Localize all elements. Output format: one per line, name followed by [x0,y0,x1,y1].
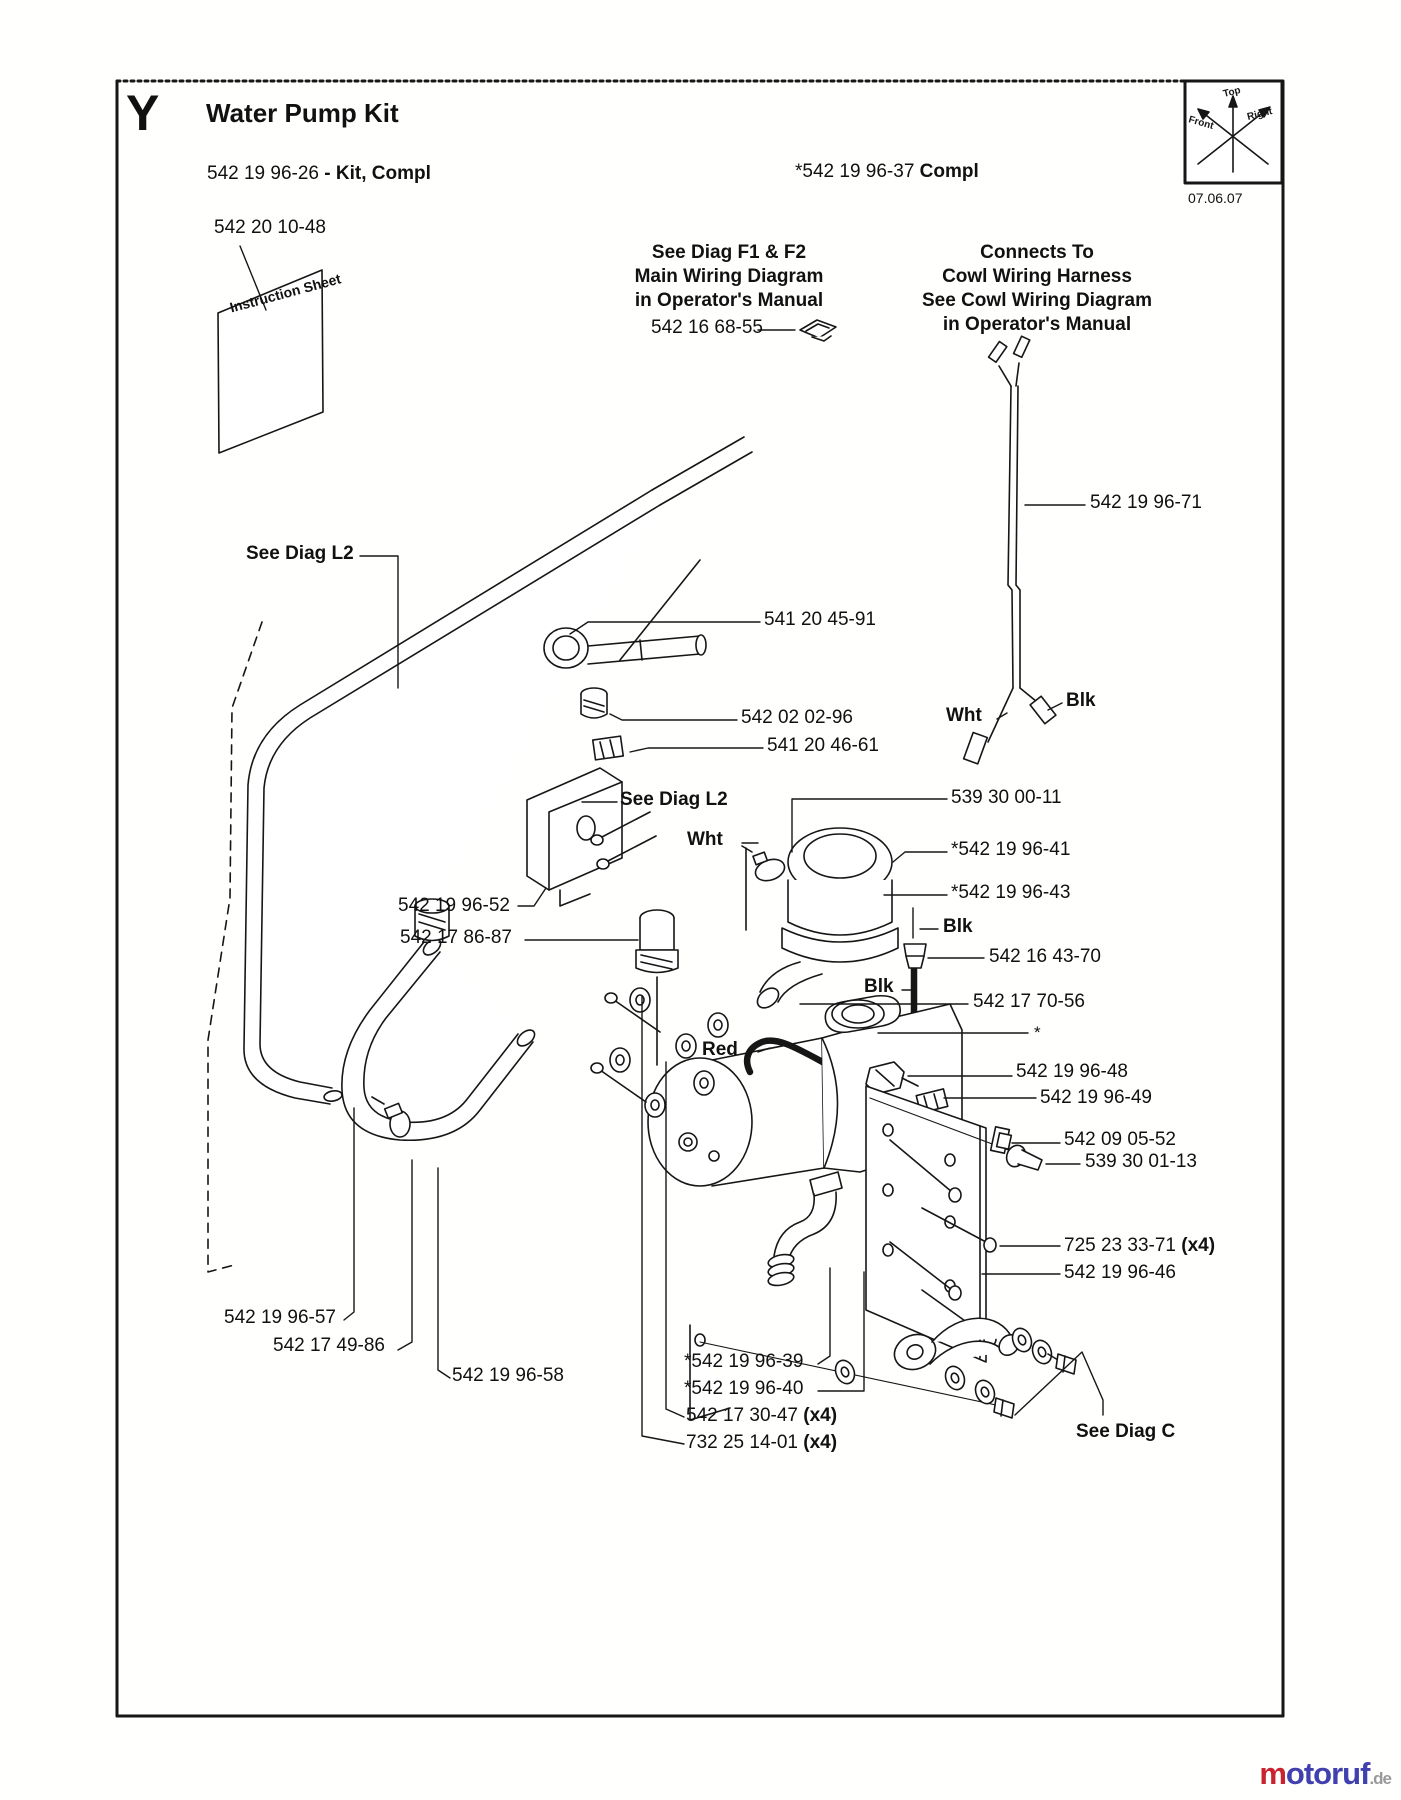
part-542-19-96-41: *542 19 96-41 [951,839,1071,860]
note-cowl-3: See Cowl Wiring Diagram [922,290,1152,311]
connector-icon [799,319,837,342]
note-see-diag-l2-mid: See Diag L2 [620,789,728,810]
part-542-19-96-43: *542 19 96-43 [951,882,1071,903]
part-542-19-96-40: *542 19 96-40 [684,1378,804,1399]
part-542-19-96-46: 542 19 96-46 [1064,1262,1176,1283]
washer [707,1012,729,1038]
washer [609,1047,631,1073]
part-542-19-96-48: 542 19 96-48 [1016,1061,1128,1082]
note-main-wiring-1: See Diag F1 & F2 [651,242,807,263]
mounting-bracket [526,767,657,907]
part-539-30-01-13: 539 30 01-13 [1085,1151,1197,1172]
terminal-cap-16-43-70 [903,943,927,969]
axis-label-top: Top [1222,85,1242,100]
clip-09-05-52 [989,1126,1013,1154]
elbow-fitting [767,1171,843,1287]
instruction-sheet [217,269,324,454]
washer [644,1092,666,1118]
page-border [115,79,1285,1718]
part-541-20-45-91: 541 20 45-91 [764,609,876,630]
bracket-screws [590,811,657,870]
strainer-flange [781,927,899,963]
note-see-diag-c: See Diag C [1076,1421,1176,1442]
part-542-17-86-87: 542 17 86-87 [400,927,512,948]
wiring-harness [962,335,1057,765]
fitting-86-87 [635,909,679,1066]
part-542-19-96-58: 542 19 96-58 [452,1365,564,1386]
washer [675,1033,697,1059]
page-title: Water Pump Kit [206,98,399,128]
section-letter: Y [126,85,160,141]
part-542-17-30-47: 542 17 30-47 (x4) [686,1405,838,1426]
kit-part-number: 542 19 96-26 - Kit, Compl [207,163,431,184]
washer [944,1365,966,1391]
part-542-19-96-39: *542 19 96-39 [684,1351,804,1372]
leader-lines [239,245,1104,1445]
washer [693,1070,715,1096]
note-main-wiring-2: Main Wiring Diagram [634,266,824,287]
washer [974,1379,996,1405]
part-539-30-00-11: 539 30 00-11 [951,787,1062,808]
part-725-23-33-71: 725 23 33-71 (x4) [1064,1235,1216,1256]
part-542-02-02-96: 542 02 02-96 [741,707,853,728]
bolt [993,1397,1015,1419]
outlet-elbow [756,961,823,1009]
wire-blk-harness: Blk [1066,690,1096,711]
washer [1031,1339,1053,1365]
motor-face [647,1057,753,1187]
clamp-539-30-00-11 [741,845,786,882]
wire-red: Red [702,1039,738,1060]
watermark-domain: .de [1369,1769,1392,1788]
hex-fitting [580,687,608,719]
part-542-19-96-52: 542 19 96-52 [398,895,510,916]
part-542-19-96-49: 542 19 96-49 [1040,1087,1152,1108]
note-main-wiring-3: in Operator's Manual [634,290,824,311]
screw [590,1062,647,1103]
orientation-compass [1183,79,1284,185]
pipe-fittings-top [543,559,707,761]
part-542-16-43-70: 542 16 43-70 [989,946,1101,967]
motoruf-watermark: motoruf.de [1259,1756,1392,1792]
strainer-assembly [741,827,899,1009]
compl-part-number: *542 19 96-37 Compl [795,161,979,182]
note-cowl-2: Cowl Wiring Harness [942,266,1132,287]
part-542-17-70-56: 542 17 70-56 [973,991,1085,1012]
wire-wht-harness: Wht [946,705,982,726]
screw [604,992,661,1033]
fitting-96-48 [865,1061,919,1095]
bottom-hose-assembly [689,1317,1077,1421]
part-542-17-49-86: 542 17 49-86 [273,1335,385,1356]
part-542-19-96-71: 542 19 96-71 [1090,492,1202,513]
wire-blk-lower: Blk [864,976,894,997]
coupling-nut [591,735,625,761]
water-pipe-u-bend [341,898,536,1142]
note-cowl-1: Connects To [980,242,1094,263]
part-542-19-96-57: 542 19 96-57 [224,1307,336,1328]
part-541-20-46-61: 541 20 46-61 [767,735,879,756]
part-542-09-05-52: 542 09 05-52 [1064,1129,1176,1150]
wire-blk-upper: Blk [943,916,973,937]
washer [1011,1327,1033,1353]
watermark-initial: m [1259,1756,1287,1791]
part-732-25-14-01: 732 25 14-01 (x4) [686,1432,838,1453]
note-see-diag-l2-left: See Diag L2 [246,543,354,564]
chassis-boundary-dashed [207,621,263,1273]
screw-30-01-13 [1005,1144,1043,1171]
revision-date: 07.06.07 [1188,190,1243,206]
note-asterisk: * [1034,1023,1041,1042]
wire-wht-mid: Wht [687,829,723,850]
strainer-body [787,879,893,936]
part-542-20-10-48: 542 20 10-48 [214,217,326,238]
note-cowl-4: in Operator's Manual [942,314,1132,335]
washer [834,1359,856,1385]
part-542-16-68-55: 542 16 68-55 [651,317,763,338]
watermark-brand: otoruf [1285,1756,1371,1791]
